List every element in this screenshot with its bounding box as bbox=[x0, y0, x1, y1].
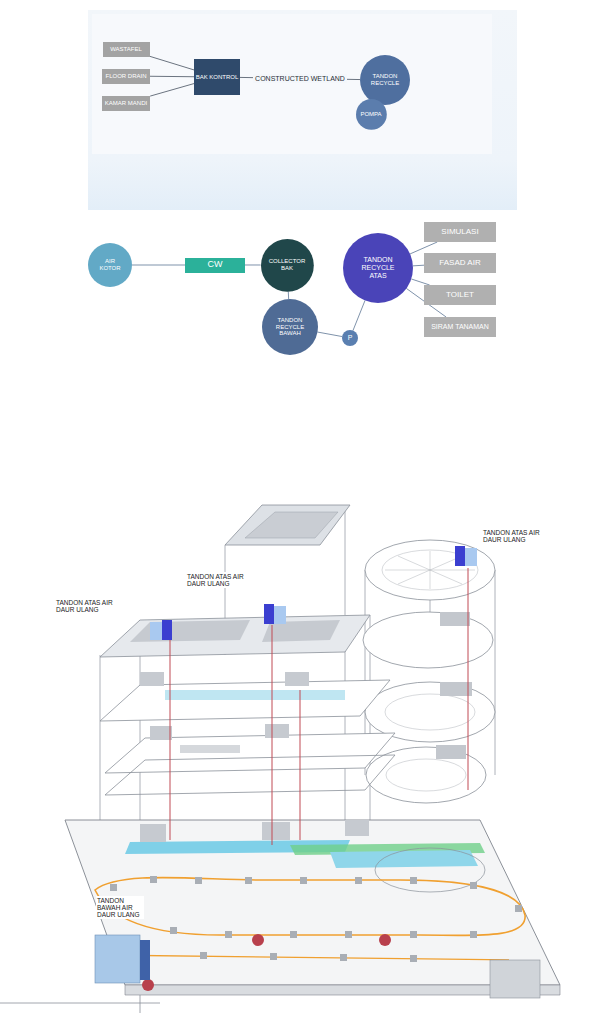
source-circle: AIR KOTOR bbox=[88, 243, 132, 287]
tank-callout: TANDON BAWAH AIR DAUR ULANG bbox=[96, 896, 144, 919]
node-content: SIRAM TANAMAN bbox=[424, 317, 496, 337]
circle-shape bbox=[342, 330, 358, 346]
use-box: SIMULASI bbox=[424, 222, 496, 242]
circle-shape bbox=[262, 299, 318, 355]
node-label: POMPA bbox=[360, 111, 381, 118]
source-box: WASTAFEL bbox=[103, 42, 150, 57]
node-content: FASAD AIR bbox=[424, 253, 496, 273]
node-label: P bbox=[348, 334, 353, 342]
node-content: WASTAFEL bbox=[103, 42, 150, 57]
pump-circle: POMPA bbox=[356, 99, 387, 130]
source-box: FLOOR DRAIN bbox=[102, 69, 149, 84]
pump-circle: P bbox=[342, 330, 358, 346]
node-content: TANDON RECYCLE bbox=[367, 55, 403, 105]
node-content: FLOOR DRAIN bbox=[102, 69, 149, 84]
panel-inner bbox=[92, 14, 492, 154]
tank-callout: TANDON ATAS AIR DAUR ULANG bbox=[55, 598, 129, 614]
connector-line bbox=[150, 56, 195, 70]
node-content: AIR KOTOR bbox=[94, 243, 126, 287]
node-label: TANDON RECYCLE ATAS bbox=[353, 256, 404, 279]
tank-circle: TANDON RECYCLE BAWAH bbox=[262, 299, 318, 355]
node-content: P bbox=[344, 330, 356, 346]
node-label: SIRAM TANAMAN bbox=[431, 323, 489, 331]
node-label: TOILET bbox=[446, 291, 474, 300]
node-content: TANDON RECYCLE BAWAH bbox=[270, 299, 311, 355]
connector-line bbox=[318, 332, 343, 337]
node-label: AIR KOTOR bbox=[94, 258, 126, 271]
node-label: SIMULASI bbox=[441, 228, 478, 237]
tank-circle: TANDON RECYCLE bbox=[360, 55, 410, 105]
control-box: BAK KONTROL bbox=[194, 59, 240, 95]
node-label: KAMAR MANDI bbox=[105, 100, 147, 107]
connector-line bbox=[150, 76, 195, 77]
circle-shape bbox=[343, 233, 413, 303]
use-box: TOILET bbox=[424, 285, 496, 305]
node-label: TANDON RECYCLE BAWAH bbox=[270, 317, 311, 337]
circle-shape bbox=[356, 99, 387, 130]
node-label: WASTAFEL bbox=[110, 46, 142, 53]
use-box: SIRAM TANAMAN bbox=[424, 317, 496, 337]
node-label: COLLECTOR BAK bbox=[268, 258, 306, 271]
node-label: BAK KONTROL bbox=[196, 74, 239, 81]
node-label: FLOOR DRAIN bbox=[105, 73, 146, 80]
circle-shape bbox=[360, 55, 410, 105]
node-content: POMPA bbox=[360, 99, 382, 130]
connector-line bbox=[353, 300, 365, 330]
source-box: KAMAR MANDI bbox=[102, 96, 150, 111]
edge-label: CONSTRUCTED WETLAND bbox=[253, 74, 347, 84]
node-content: KAMAR MANDI bbox=[102, 96, 150, 111]
node-content: TANDON RECYCLE ATAS bbox=[353, 233, 404, 303]
tank-callout: TANDON ATAS AIR DAUR ULANG bbox=[186, 572, 260, 588]
connector-line bbox=[132, 265, 185, 266]
use-box: FASAD AIR bbox=[424, 253, 496, 273]
node-content: CW bbox=[185, 258, 245, 273]
tank-circle: TANDON RECYCLE ATAS bbox=[343, 233, 413, 303]
tank-callout: TANDON ATAS AIR DAUR ULANG bbox=[482, 528, 544, 544]
collector-circle: COLLECTOR BAK bbox=[261, 239, 314, 292]
node-content: COLLECTOR BAK bbox=[268, 239, 306, 292]
wetland-box: CW bbox=[185, 258, 245, 273]
node-label: FASAD AIR bbox=[439, 259, 480, 268]
node-label: CW bbox=[208, 260, 223, 270]
connector-line bbox=[288, 291, 289, 299]
node-content: TOILET bbox=[424, 285, 496, 305]
circle-shape bbox=[88, 243, 132, 287]
connector-line bbox=[150, 84, 194, 97]
node-label: TANDON RECYCLE bbox=[367, 73, 403, 86]
connector-line bbox=[413, 265, 424, 267]
node-content: SIMULASI bbox=[424, 222, 496, 242]
connector-line bbox=[245, 264, 261, 265]
node-content: BAK KONTROL bbox=[194, 59, 240, 95]
circle-shape bbox=[261, 239, 314, 292]
